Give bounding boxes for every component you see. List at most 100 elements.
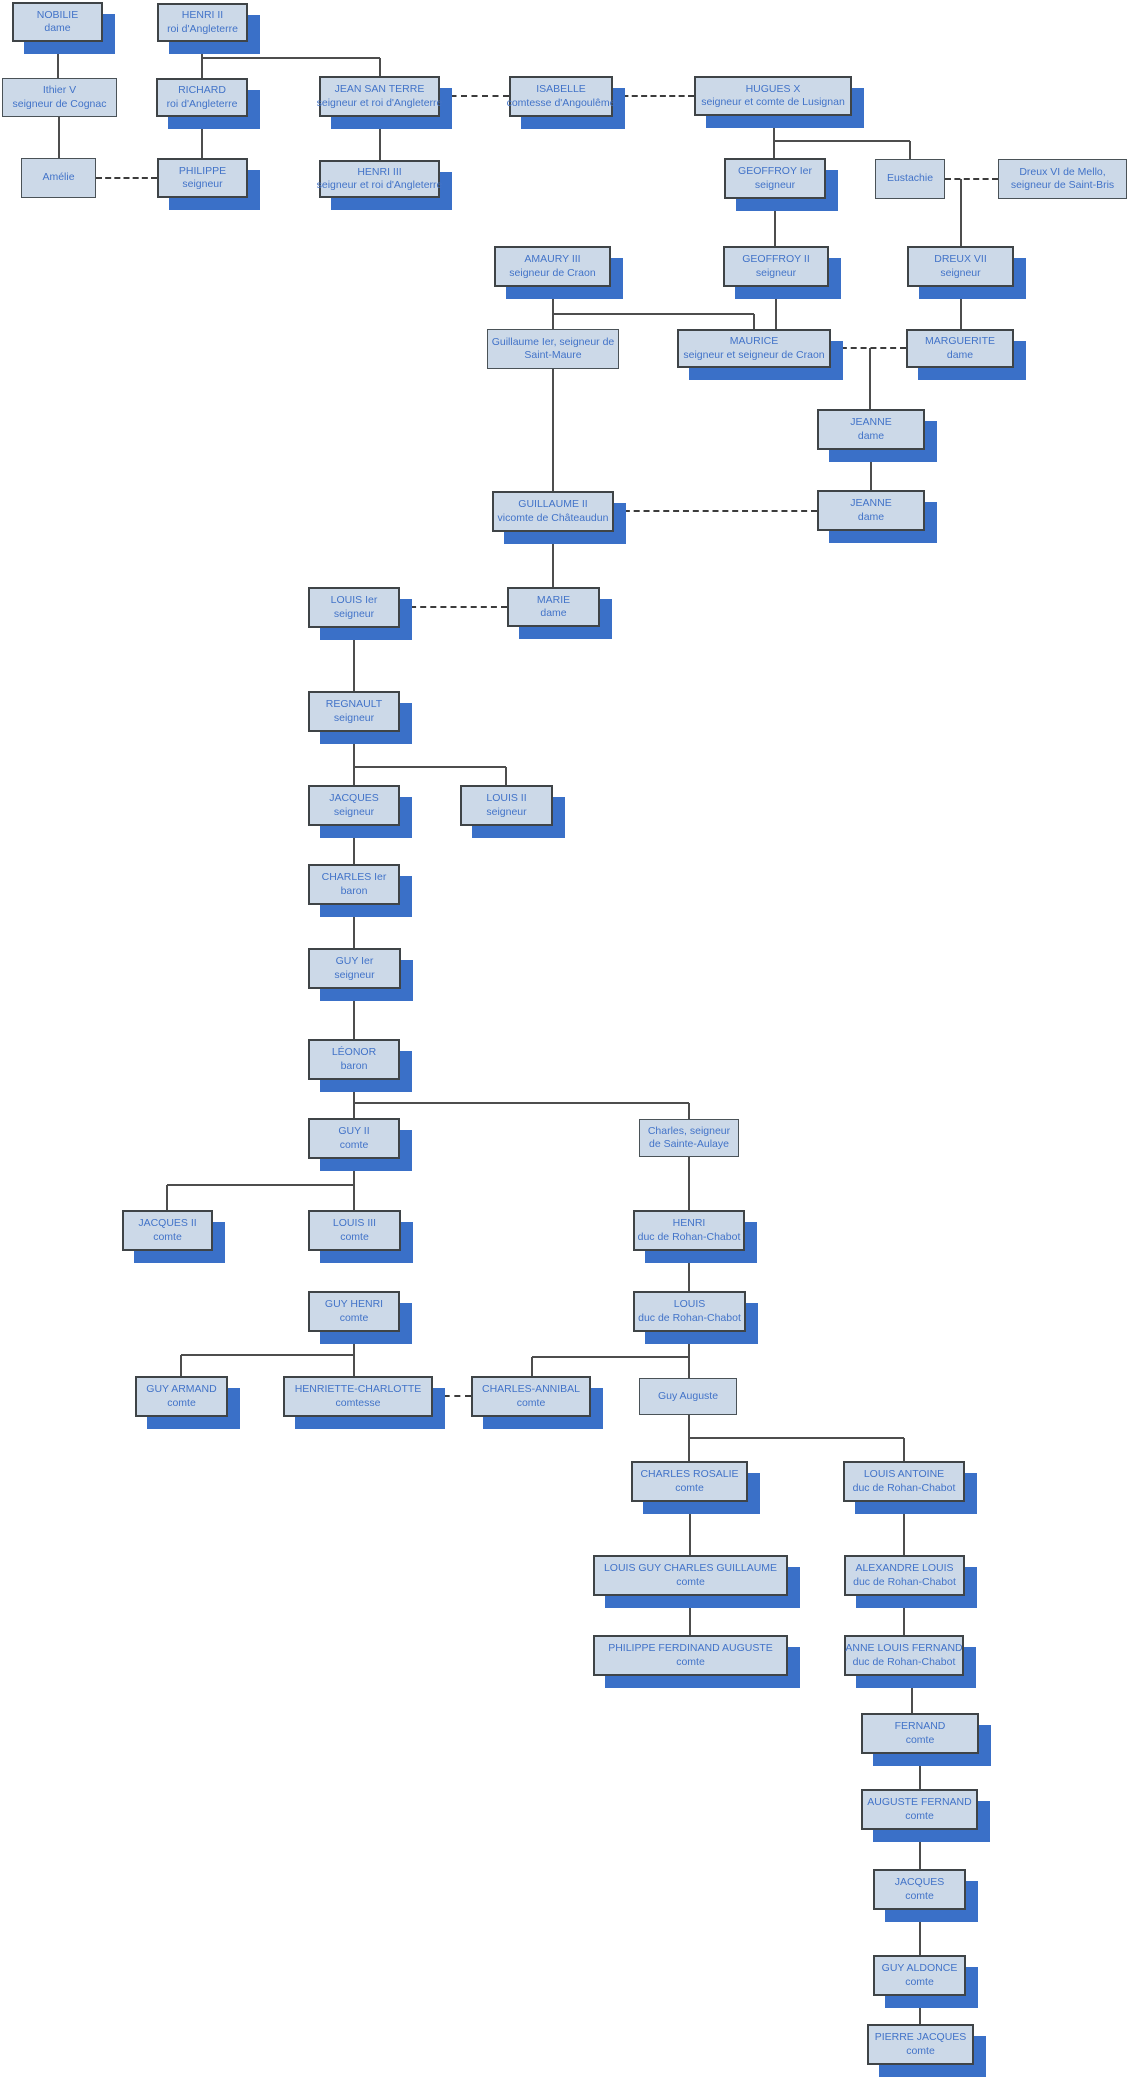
node-title: Saint-Maure [524, 349, 582, 361]
node-title: seigneur [754, 178, 796, 191]
lineage-connector [774, 199, 776, 246]
node-name: GUY HENRI [324, 1298, 384, 1311]
lineage-connector [689, 1596, 691, 1635]
node-name: GUILLAUME II [518, 498, 588, 511]
tree-node-amelie[interactable]: Amélie [21, 158, 96, 198]
node-title: duc de Rohan-Chabot [638, 1311, 741, 1324]
lineage-connector [870, 450, 872, 490]
node-name: ISABELLE [536, 83, 586, 96]
node-title: comte [339, 1311, 369, 1324]
tree-node-dreux-vi[interactable]: Dreux VI de Mello,seigneur de Saint-Bris [998, 159, 1127, 199]
lineage-connector [869, 348, 871, 409]
lineage-connector [919, 1754, 921, 1789]
lineage-connector [353, 1103, 355, 1118]
lineage-connector [353, 732, 355, 767]
lineage-connector [552, 369, 554, 491]
node-name: GEOFFROY Ier [738, 165, 812, 178]
node-name: DREUX VII [934, 253, 987, 266]
lineage-connector [903, 1596, 905, 1635]
node-name: MARIE [536, 593, 571, 606]
node-title: seigneur et seigneur de Craon [683, 348, 825, 361]
lineage-connector [774, 140, 910, 142]
lineage-connector [353, 1080, 355, 1103]
node-title: baron [340, 884, 368, 897]
node-title: comte [906, 2044, 935, 2057]
lineage-connector [379, 117, 381, 160]
node-name: AUGUSTE FERNAND [867, 1796, 972, 1809]
node-title: comte [676, 1575, 705, 1588]
node-title: comte [167, 1396, 196, 1409]
lineage-connector [919, 1910, 921, 1955]
node-title: roi d'Angleterre [166, 97, 238, 110]
node-name: CHARLES Ier [321, 871, 387, 884]
lineage-connector [919, 1830, 921, 1869]
lineage-connector [532, 1356, 689, 1358]
node-name: HENRI II [181, 9, 224, 22]
node-title: seigneur [334, 968, 375, 981]
lineage-connector [919, 1996, 921, 2024]
node-name: Dreux VI de Mello, [1019, 165, 1106, 178]
node-title: roi d'Angleterre [167, 22, 238, 35]
node-name: MARGUERITE [924, 335, 995, 348]
node-title: comte [905, 1889, 934, 1902]
lineage-connector [201, 42, 203, 78]
tree-node-eustachie[interactable]: Eustachie [875, 159, 945, 199]
node-name: CHARLES ROSALIE [640, 1468, 739, 1481]
lineage-connector [353, 1159, 355, 1185]
lineage-connector [505, 767, 507, 785]
node-name: JACQUES II [138, 1217, 197, 1230]
lineage-connector [201, 117, 203, 158]
lineage-connector [773, 141, 775, 158]
tree-node-guy-auguste[interactable]: Guy Auguste [639, 1378, 737, 1415]
